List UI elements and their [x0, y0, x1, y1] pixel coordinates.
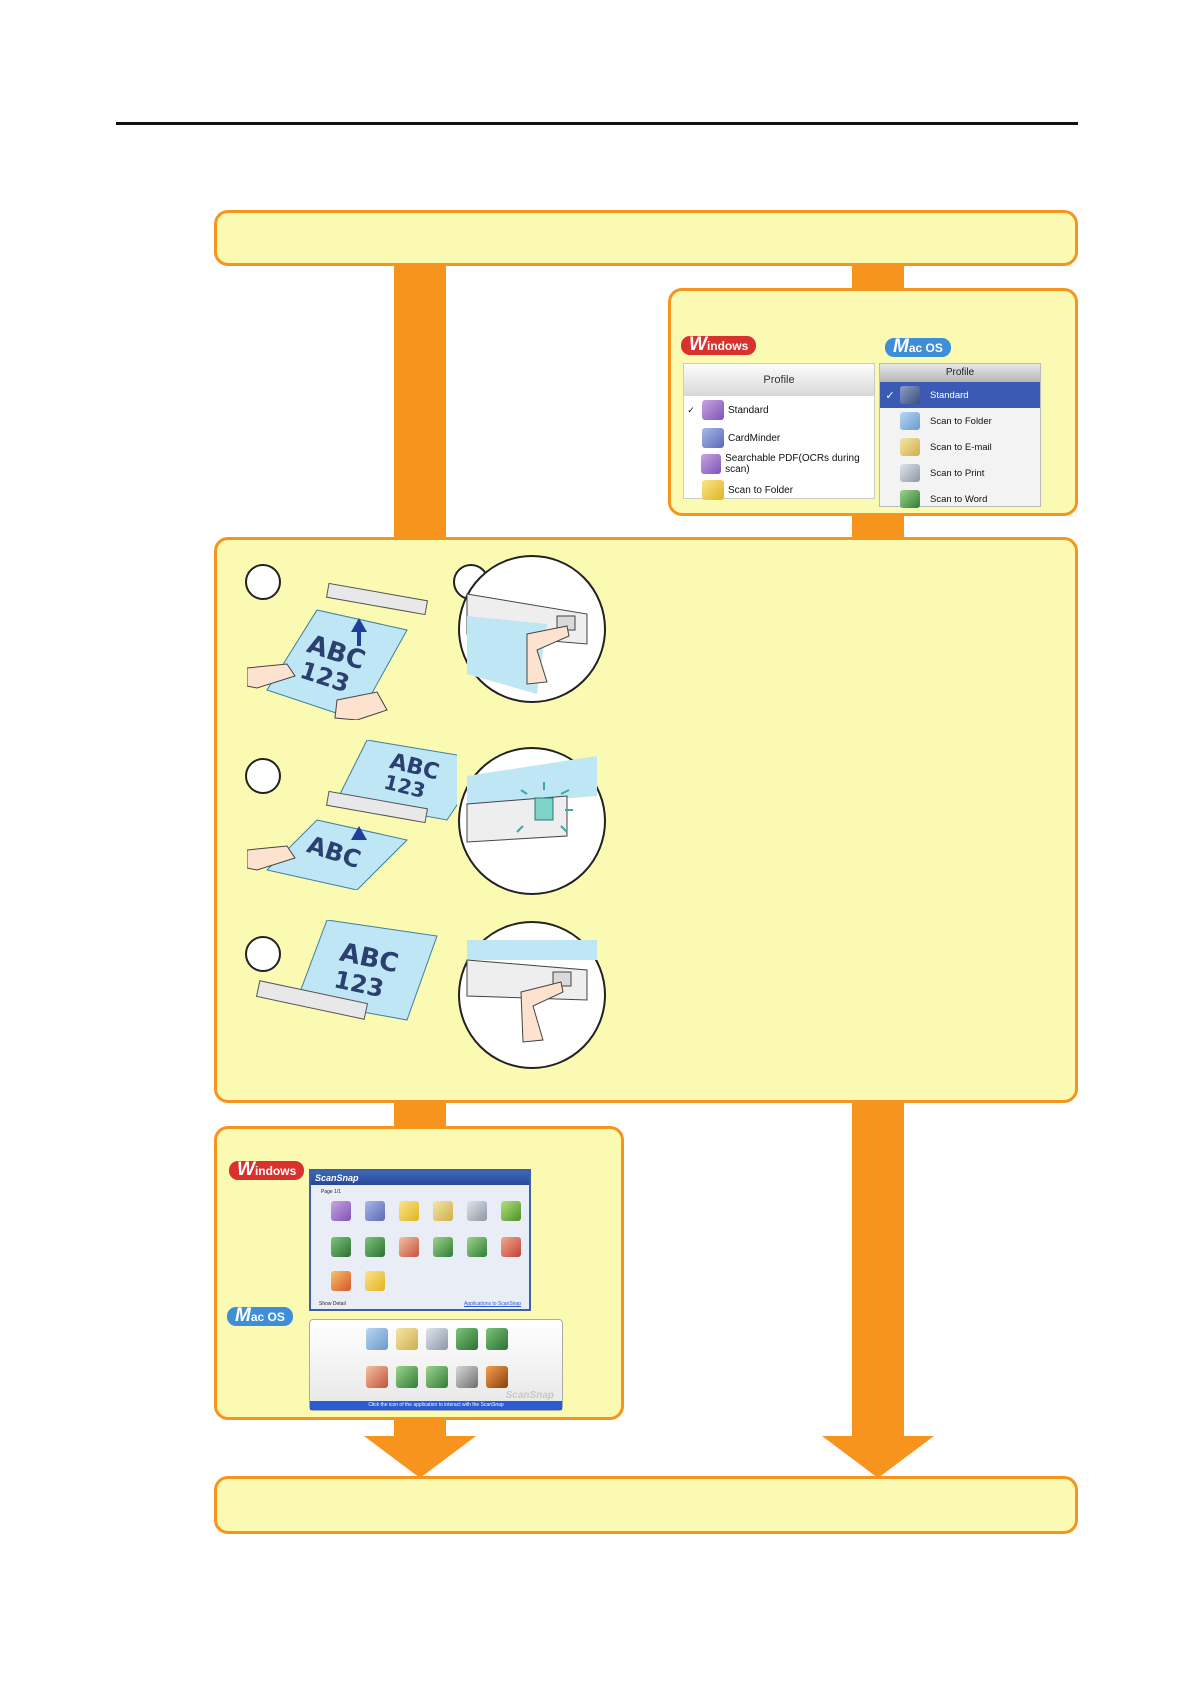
mac-profile-item-scan-to-email[interactable]: Scan to E-mail	[880, 434, 1040, 460]
evernote-document-icon[interactable]	[331, 1237, 351, 1257]
check-icon: ✓	[687, 404, 695, 415]
mac-profile-item-label: Standard	[930, 389, 969, 401]
windows-profile-item-standard[interactable]: ✓ Standard	[684, 396, 874, 424]
mac-quick-menu-watermark: ScanSnap	[505, 1390, 554, 1401]
scanning-steps-box: ABC 123 ABC 123 ABC AB	[214, 537, 1078, 1103]
photo-icon[interactable]	[486, 1366, 508, 1388]
right-arrow-shaft-bottom	[852, 1100, 904, 1438]
email-icon[interactable]	[433, 1201, 453, 1221]
windows-profile-item-cardminder[interactable]: CardMinder	[684, 424, 874, 452]
left-arrow-shaft-mid	[394, 1100, 446, 1130]
mac-profile-header: Profile	[880, 364, 1040, 382]
windows-badge-initial: W	[237, 1159, 255, 1180]
left-arrow-head	[364, 1436, 476, 1478]
scan-button-zoom-1	[458, 555, 606, 703]
windows-badge-rest: indows	[254, 1164, 297, 1178]
cardminder-icon	[702, 428, 724, 448]
sharepoint-icon[interactable]	[501, 1201, 521, 1221]
top-step-box	[214, 210, 1078, 266]
evernote-note-icon[interactable]	[486, 1328, 508, 1350]
excel-icon[interactable]	[467, 1237, 487, 1257]
finish-scan-illustration: ABC 123	[255, 920, 438, 1021]
evernote-note-icon[interactable]	[365, 1237, 385, 1257]
windows-profile-item-label: Searchable PDF(OCRs during scan)	[725, 453, 860, 475]
quick-menu-box: Windows Mac OS ScanSnap Page 1/1 Show De…	[214, 1126, 624, 1420]
indicator-blinking-zoom	[458, 747, 606, 895]
word-icon	[900, 490, 920, 508]
profile-selection-box: Windows Mac OS Profile ✓ Standard CardMi…	[668, 288, 1078, 516]
step-marker-1	[245, 564, 281, 600]
mac-profile-item-scan-to-folder[interactable]: Scan to Folder	[880, 408, 1040, 434]
mac-badge-initial: M	[235, 1305, 251, 1326]
email-icon	[900, 438, 920, 456]
printer-icon	[900, 464, 920, 482]
searchable-pdf-icon	[700, 454, 722, 474]
cardminder-icon[interactable]	[365, 1201, 385, 1221]
folder-icon	[900, 412, 920, 430]
scan-to-searchable-pdf-icon[interactable]	[331, 1201, 351, 1221]
windows-badge: Windows	[681, 334, 757, 355]
bottom-step-box	[214, 1476, 1078, 1534]
salesforce-icon[interactable]	[331, 1271, 351, 1291]
mac-badge-rest: ac OS	[908, 341, 943, 355]
picture-folder-icon[interactable]	[365, 1271, 385, 1291]
excel-icon[interactable]	[426, 1366, 448, 1388]
mac-profile-item-label: Scan to E-mail	[930, 441, 992, 453]
mac-profile-menu: Profile ✓ Standard Scan to Folder Scan t…	[879, 363, 1041, 508]
windows-quick-menu-tab[interactable]: Page 1/1	[321, 1189, 342, 1195]
printer-icon[interactable]	[467, 1201, 487, 1221]
word-icon[interactable]	[433, 1237, 453, 1257]
right-arrow-shaft-top	[852, 262, 904, 292]
check-icon: ✓	[885, 389, 895, 402]
show-detail-link[interactable]: Show Detail	[319, 1301, 346, 1307]
google-docs-icon[interactable]	[399, 1237, 419, 1257]
mac-profile-item-label: Scan to Folder	[930, 415, 992, 427]
folder-icon[interactable]	[399, 1201, 419, 1221]
scan-button-zoom-2	[458, 921, 606, 1069]
windows-quick-menu: ScanSnap Page 1/1 Show Detail Applicatio…	[309, 1169, 531, 1311]
mac-badge: Mac OS	[885, 336, 951, 357]
mac-profile-item-label: Scan to Print	[930, 467, 985, 479]
applications-link[interactable]: Applications to ScanSnap	[464, 1301, 521, 1307]
mac-badge-rest: ac OS	[250, 1310, 285, 1324]
mac-badge-initial: M	[893, 336, 909, 357]
windows-badge-rest: indows	[706, 339, 749, 353]
standard-profile-icon	[702, 400, 724, 420]
windows-profile-item-label: CardMinder	[728, 432, 781, 444]
feeding-document-illustration: ABC 123 ABC	[247, 740, 457, 890]
insert-document-illustration: ABC 123	[247, 582, 429, 720]
email-icon[interactable]	[396, 1328, 418, 1350]
windows-badge: Windows	[229, 1159, 305, 1180]
windows-profile-header: Profile	[684, 364, 874, 396]
evernote-document-icon[interactable]	[456, 1328, 478, 1350]
iphoto-icon[interactable]	[456, 1366, 478, 1388]
mac-profile-item-standard[interactable]: ✓ Standard	[880, 382, 1040, 408]
standard-profile-icon	[900, 386, 920, 404]
windows-profile-item-label: Scan to Folder	[728, 484, 794, 496]
word-icon[interactable]	[396, 1366, 418, 1388]
powerpoint-icon[interactable]	[501, 1237, 521, 1257]
google-docs-icon[interactable]	[366, 1366, 388, 1388]
header-rule	[116, 122, 1078, 125]
folder-icon	[702, 480, 724, 500]
folder-icon[interactable]	[366, 1328, 388, 1350]
step-marker-4	[245, 936, 281, 972]
windows-profile-item-searchable-pdf[interactable]: Searchable PDF(OCRs during scan)	[684, 450, 874, 478]
mac-badge: Mac OS	[227, 1305, 293, 1326]
mac-profile-item-scan-to-print[interactable]: Scan to Print	[880, 460, 1040, 486]
left-arrow-shaft-top	[394, 262, 446, 540]
left-arrow-shaft-bottom	[394, 1418, 446, 1438]
mac-quick-menu: ScanSnap Click the icon of the applicati…	[309, 1319, 563, 1411]
printer-icon[interactable]	[426, 1328, 448, 1350]
windows-badge-initial: W	[689, 334, 707, 355]
mac-profile-item-scan-to-word[interactable]: Scan to Word	[880, 486, 1040, 512]
windows-profile-item-label: Standard	[728, 404, 769, 416]
windows-profile-item-scan-to-folder[interactable]: Scan to Folder	[684, 476, 874, 504]
windows-quick-menu-title: ScanSnap	[311, 1171, 529, 1185]
mac-quick-menu-footer: Click the icon of the application to int…	[310, 1401, 562, 1410]
mac-profile-item-label: Scan to Word	[930, 493, 988, 505]
step-marker-3	[245, 758, 281, 794]
windows-profile-menu: Profile ✓ Standard CardMinder Searchable…	[683, 363, 875, 500]
right-arrow-head	[822, 1436, 934, 1478]
